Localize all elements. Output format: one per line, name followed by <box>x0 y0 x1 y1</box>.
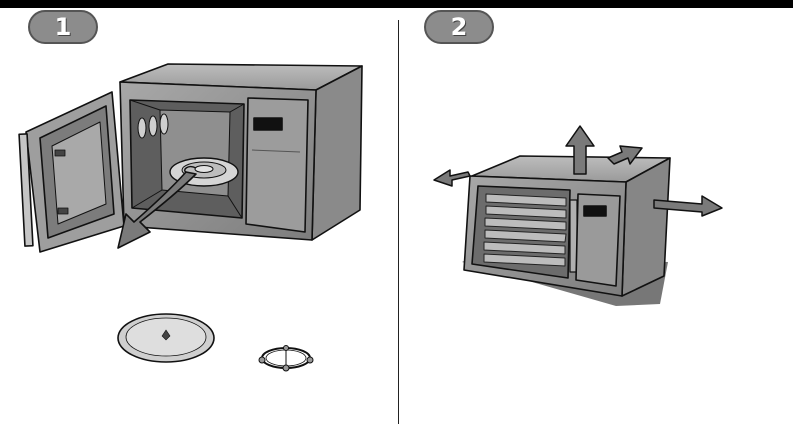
glass-tray-icon <box>118 314 214 362</box>
microwave-open-icon <box>120 64 362 240</box>
arrow-left-icon <box>434 170 470 186</box>
roller-ring-icon <box>259 346 313 372</box>
microwave-closed-icon <box>464 156 670 296</box>
microwave-door-icon <box>19 92 124 252</box>
